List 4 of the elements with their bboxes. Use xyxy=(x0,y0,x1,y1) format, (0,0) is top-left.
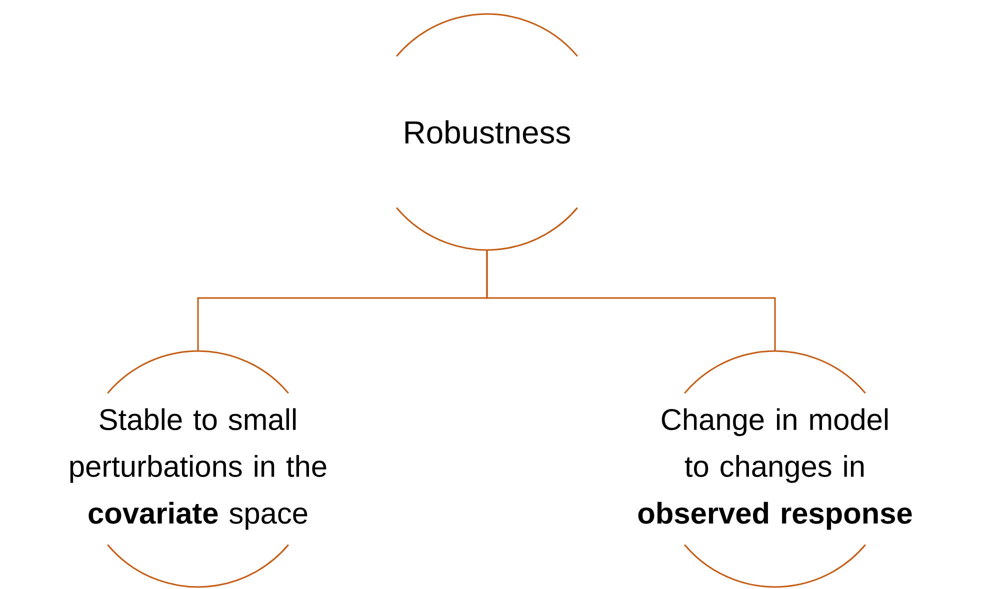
circle-node: Robustness xyxy=(396,13,578,251)
circle-node: Stable to small perturbations in the covariate space xyxy=(70,350,326,588)
circle-node: Change in model to changes in observed response xyxy=(638,350,912,588)
connector xyxy=(486,250,776,351)
